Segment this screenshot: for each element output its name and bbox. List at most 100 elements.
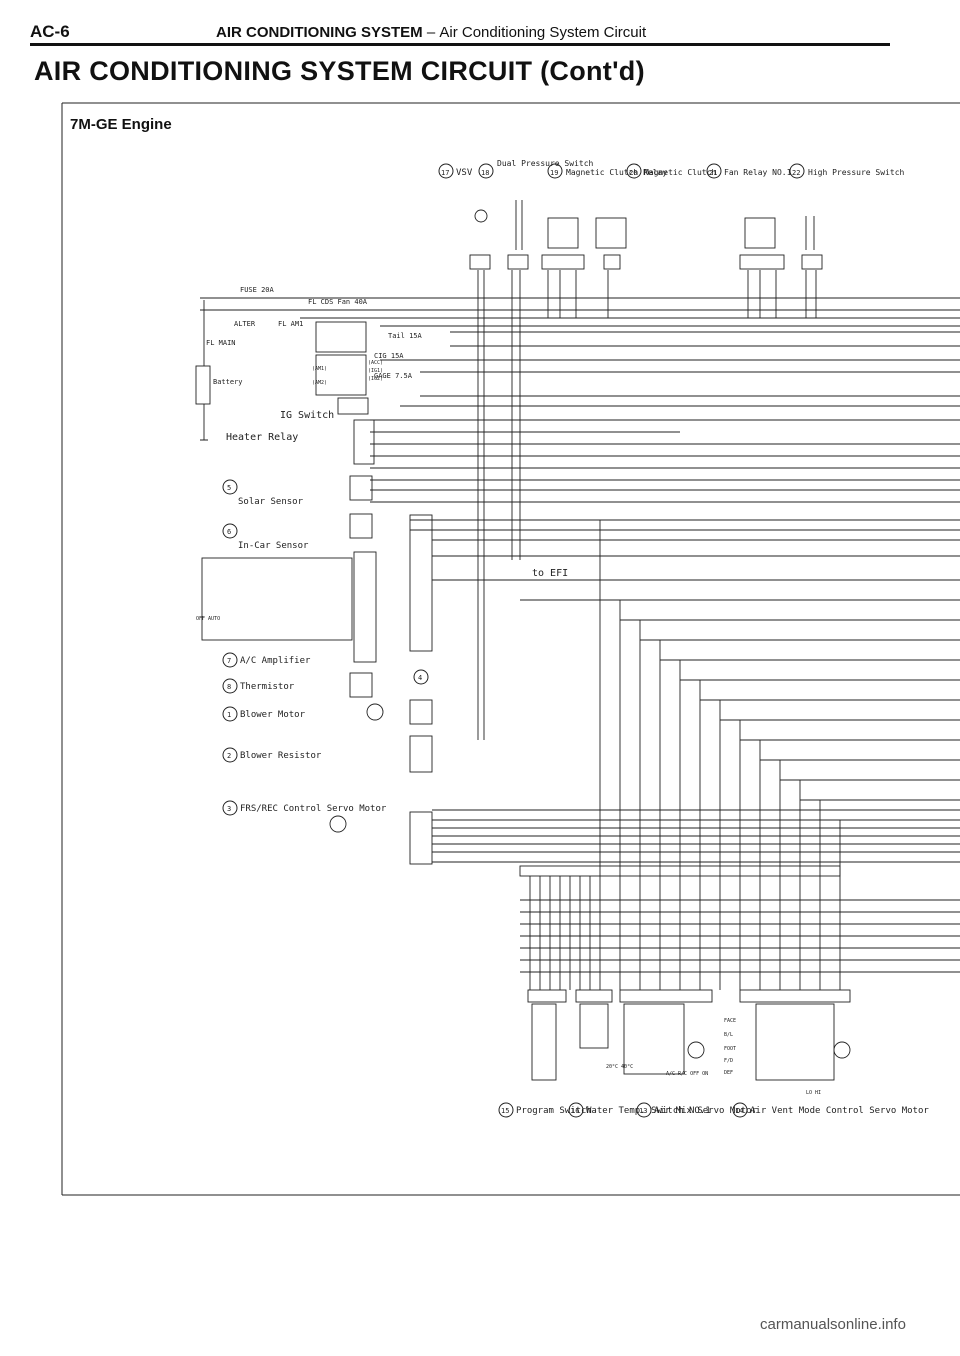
vsv-symbol	[474, 209, 488, 223]
air-mix-connector	[619, 989, 713, 1003]
ig-switch-box	[337, 397, 369, 415]
bl-label: B/L	[724, 1032, 733, 1038]
program-switch-body	[531, 1003, 557, 1081]
bottom-component-labels: 15 Program Switch 16 Water Temp. Switch …	[498, 1102, 929, 1118]
component-num: 14	[735, 1107, 743, 1115]
fl-am1-label: FL AM1	[278, 320, 303, 328]
fl-cds-fan-label: FL CDS Fan 40A	[308, 298, 368, 306]
component-number-badge	[222, 678, 238, 694]
ac-amplifier-box	[201, 557, 353, 641]
component-num: 13	[639, 1107, 647, 1115]
page-title: AIR CONDITIONING SYSTEM CIRCUIT (Cont'd)	[34, 56, 645, 86]
component-number-badge	[413, 669, 429, 685]
page-number: AC-6	[30, 22, 70, 41]
lo-hi-label: LO HI	[806, 1090, 821, 1096]
component-num: 1	[227, 711, 231, 719]
component-number-badge	[222, 706, 238, 722]
program-switch-label: Program Switch	[516, 1106, 592, 1116]
component-num: 18	[481, 169, 489, 177]
wiring	[195, 200, 960, 1081]
component-num: 8	[227, 683, 231, 691]
strip-leads	[529, 876, 591, 990]
component-label-magnetic-clutch-relay: Magnetic Clutch Relay	[566, 168, 667, 177]
section-separator: –	[426, 24, 436, 41]
connector-mag-clutch	[603, 254, 621, 270]
in-car-sensor-connector	[349, 513, 373, 539]
air-vent-servo-label: Air Vent Mode Control Servo Motor	[750, 1106, 929, 1116]
amp-connector-right	[409, 514, 433, 652]
component-number-badge	[547, 163, 563, 179]
component-num: 2	[227, 752, 231, 760]
mag-clutch-box	[595, 217, 627, 249]
component-number-badge	[478, 163, 494, 179]
switch-leads	[515, 200, 815, 250]
water-temp-switch-label: Water Temp. Switch NO.1	[586, 1106, 711, 1116]
battery-leads	[200, 300, 208, 441]
component-num: 7	[227, 657, 231, 665]
air-vent-connector	[739, 989, 851, 1003]
component-label-dual-pressure-switch: Dual Pressure Switch	[497, 159, 594, 168]
air-vent-motor-symbol	[833, 1041, 851, 1059]
servo-connector	[409, 811, 433, 865]
tail-relay-box	[315, 321, 367, 353]
component-label-fan-relay: Fan Relay NO.1	[724, 168, 792, 177]
horizontal-buses	[200, 297, 960, 531]
component-num: 3	[227, 805, 231, 813]
lower-horizontals	[520, 899, 960, 973]
component-number-badge	[789, 163, 805, 179]
component-label-magnetic-clutch: Magnetic Clutch	[644, 168, 716, 177]
top-component-labels: 17 VSV 18 Dual Pressure Switch 19 Magnet…	[438, 159, 905, 179]
alter-label: ALTER	[234, 320, 256, 328]
fan-relay-box	[744, 217, 776, 249]
in-car-sensor-label: In-Car Sensor	[238, 541, 309, 551]
battery-symbol	[195, 365, 211, 405]
component-num: 15	[501, 1107, 509, 1115]
component-num: 16	[571, 1107, 579, 1115]
air-mix-body	[623, 1003, 685, 1075]
component-number-badge	[222, 747, 238, 763]
water-temp-connector	[575, 989, 613, 1003]
connector-mag-clutch-relay	[541, 254, 585, 270]
am2-label: (AM2)	[312, 380, 327, 386]
fl-main-label: FL MAIN	[206, 339, 236, 347]
blower-motor-symbol	[366, 703, 384, 721]
blower-motor-connector	[409, 699, 433, 725]
battery-label: Battery	[213, 378, 243, 386]
diagram-frame	[61, 102, 960, 1196]
tail-fuse-label: Tail 15A	[388, 332, 423, 340]
connector-high-pressure	[801, 254, 823, 270]
foot-label: FOOT	[724, 1046, 736, 1052]
vertical-trunks	[477, 270, 817, 740]
blower-resistor-connector	[409, 735, 433, 773]
component-number-badge	[706, 163, 722, 179]
off-auto-label: OFF AUTO	[196, 616, 220, 622]
footer-watermark: carmanualsonline.info	[760, 1316, 906, 1333]
air-vent-body	[755, 1003, 835, 1081]
misc-labels: 20°C 40°C A/C R/C OFF ON FACE B/L FOOT F…	[196, 616, 821, 1096]
component-number-badge	[498, 1102, 514, 1118]
ig-block-box	[315, 354, 367, 396]
power-labels: FUSE 20A FL CDS Fan 40A ALTER FL AM1 FL …	[206, 286, 423, 443]
component-number-badge	[222, 652, 238, 668]
heater-relay-label: Heater Relay	[226, 432, 298, 443]
component-num: 4	[418, 674, 422, 682]
component-num: 5	[227, 484, 231, 492]
section-title: AIR CONDITIONING SYSTEM – Air Conditioni…	[216, 24, 646, 41]
component-label-high-pressure-switch: High Pressure Switch	[808, 168, 905, 177]
thermistor-label: Thermistor	[240, 682, 295, 692]
thermistor-connector	[349, 672, 373, 698]
heater-relay-connector	[353, 419, 375, 465]
component-number-badge	[222, 523, 238, 539]
ig2-label: (IG2)	[368, 376, 383, 382]
component-num: 20	[629, 169, 637, 177]
cig-fuse-label: CIG 15A	[374, 352, 404, 360]
face-label: FACE	[724, 1018, 736, 1024]
header-rule	[30, 43, 890, 46]
component-num: 22	[792, 169, 800, 177]
component-label-vsv: VSV	[456, 168, 473, 178]
component-number-badge	[568, 1102, 584, 1118]
ac-amplifier-label: A/C Amplifier	[240, 656, 311, 666]
air-mix-motor-symbol	[687, 1041, 705, 1059]
left-component-labels: 5 Solar Sensor 6 In-Car Sensor 7 A/C Amp…	[222, 479, 429, 816]
